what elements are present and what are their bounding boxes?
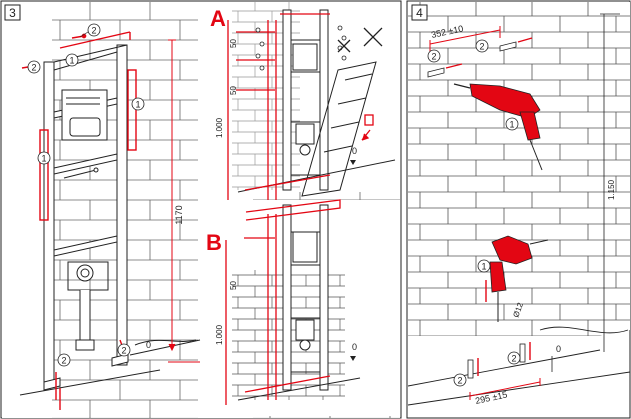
callout-2-floor-left: 2 <box>453 373 467 387</box>
anchor-top-right <box>499 41 517 52</box>
svg-text:2: 2 <box>431 52 436 62</box>
callout-2-floor-right: 2 <box>507 351 521 365</box>
arrow-zero-a <box>350 160 356 165</box>
callout-1-right: 1 <box>131 97 145 111</box>
svg-text:2: 2 <box>91 26 96 36</box>
callout-2-bottom: 2 <box>57 353 71 367</box>
floor-line-p4 <box>407 349 631 406</box>
variant-a-red <box>227 13 374 200</box>
dimension-zero-label-p4: 0 <box>556 344 561 354</box>
callout-2-left: 2 <box>27 60 41 74</box>
dim-b-1000: 1.000 <box>215 324 224 345</box>
anchor-floor-left <box>467 359 474 379</box>
step-3-box <box>4 4 21 21</box>
dim-a-50-top: 50 <box>229 39 238 48</box>
screws-variant-a <box>255 25 347 71</box>
frame-variant-b <box>237 204 361 401</box>
callout-2-p4-right: 2 <box>475 39 489 53</box>
installation-frame <box>19 44 201 396</box>
dimension-1150-label: 1.150 <box>607 179 616 200</box>
dim-a-zero: 0 <box>352 146 357 156</box>
dimension-352 <box>429 26 501 52</box>
svg-text:1: 1 <box>41 154 46 164</box>
svg-text:1: 1 <box>509 120 514 130</box>
svg-text:2: 2 <box>121 346 126 356</box>
variant-a-label: A <box>210 6 226 31</box>
dim-a-50-mid: 50 <box>229 86 238 95</box>
frame-variant-a <box>237 9 396 197</box>
hose-p4 <box>539 326 629 334</box>
step-3-label: 3 <box>9 6 16 20</box>
anchor-floor-right <box>519 343 526 363</box>
dim-a-1000: 1.000 <box>215 117 224 138</box>
callout-1-drill-lower: 1 <box>477 259 491 273</box>
svg-text:1: 1 <box>135 100 140 110</box>
drill-lower-icon <box>489 235 549 322</box>
dimension-1170 <box>168 39 200 363</box>
svg-text:1: 1 <box>481 262 486 272</box>
dimension-295 <box>469 378 541 400</box>
dimension-1170-label: 1170 <box>174 205 184 224</box>
brick-wall-right <box>408 2 630 336</box>
callout-1-left: 1 <box>37 151 51 165</box>
callout-1-drill-upper: 1 <box>505 117 519 131</box>
svg-text:2: 2 <box>31 63 36 73</box>
arrow-zero-b <box>350 356 356 361</box>
dim-b-50: 50 <box>229 281 238 290</box>
step-4-box <box>411 4 428 21</box>
drill-upper-icon <box>453 83 543 171</box>
variant-b-label: B <box>206 230 222 255</box>
svg-text:2: 2 <box>61 356 66 366</box>
svg-text:2: 2 <box>457 376 462 386</box>
dimension-295-label: 295 ±15 <box>474 389 508 406</box>
dimension-1150 <box>600 13 620 352</box>
dim-b-zero: 0 <box>352 342 357 352</box>
svg-text:1: 1 <box>69 56 74 66</box>
panel-step-4: 4 352 ±10 2 2 <box>406 0 631 419</box>
callout-2-top: 2 <box>79 23 101 38</box>
arrow-anchor-top-left <box>445 63 463 69</box>
panel-step-3: 3 <box>0 0 402 419</box>
svg-text:2: 2 <box>479 42 484 52</box>
step-4-label: 4 <box>416 6 423 20</box>
arrow-anchor-top-right <box>517 37 533 43</box>
variant-b-red <box>225 199 341 405</box>
anchor-top-left <box>427 67 445 78</box>
callout-1-top: 1 <box>65 53 79 67</box>
dimension-zero-label-p3: 0 <box>146 340 151 350</box>
callout-2-foot: 2 <box>117 343 131 357</box>
svg-text:2: 2 <box>511 354 516 364</box>
callout-2-p4-left: 2 <box>427 49 441 63</box>
cross-no-icon <box>337 27 383 53</box>
